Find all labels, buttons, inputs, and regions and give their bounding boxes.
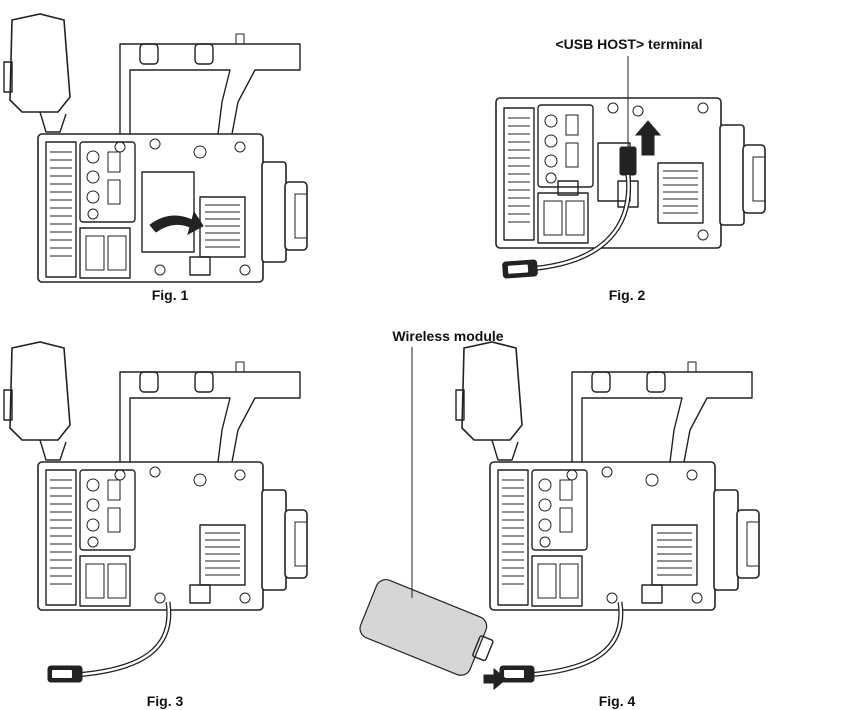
usb-cable-fig3 [74,601,172,678]
insert-arrow [634,120,662,156]
fig-4-caption: Fig. 4 [599,693,636,709]
open-cover-arrow [149,210,204,235]
figure-3-camera [3,341,308,683]
figure-2-camera [495,97,766,279]
fig-3-caption: Fig. 3 [147,693,184,709]
usb-host-terminal-label: <USB HOST> terminal [555,36,702,52]
usb-cable-fig4 [526,601,624,678]
fig-2-caption: Fig. 2 [609,287,646,303]
wireless-module-label: Wireless module [392,328,503,344]
figure-4-camera [455,341,760,683]
connect-arrow [483,667,507,691]
fig-1-caption: Fig. 1 [152,287,189,303]
figure-1-camera [3,13,308,283]
usb-plug [619,146,637,176]
wireless-module [359,578,494,676]
